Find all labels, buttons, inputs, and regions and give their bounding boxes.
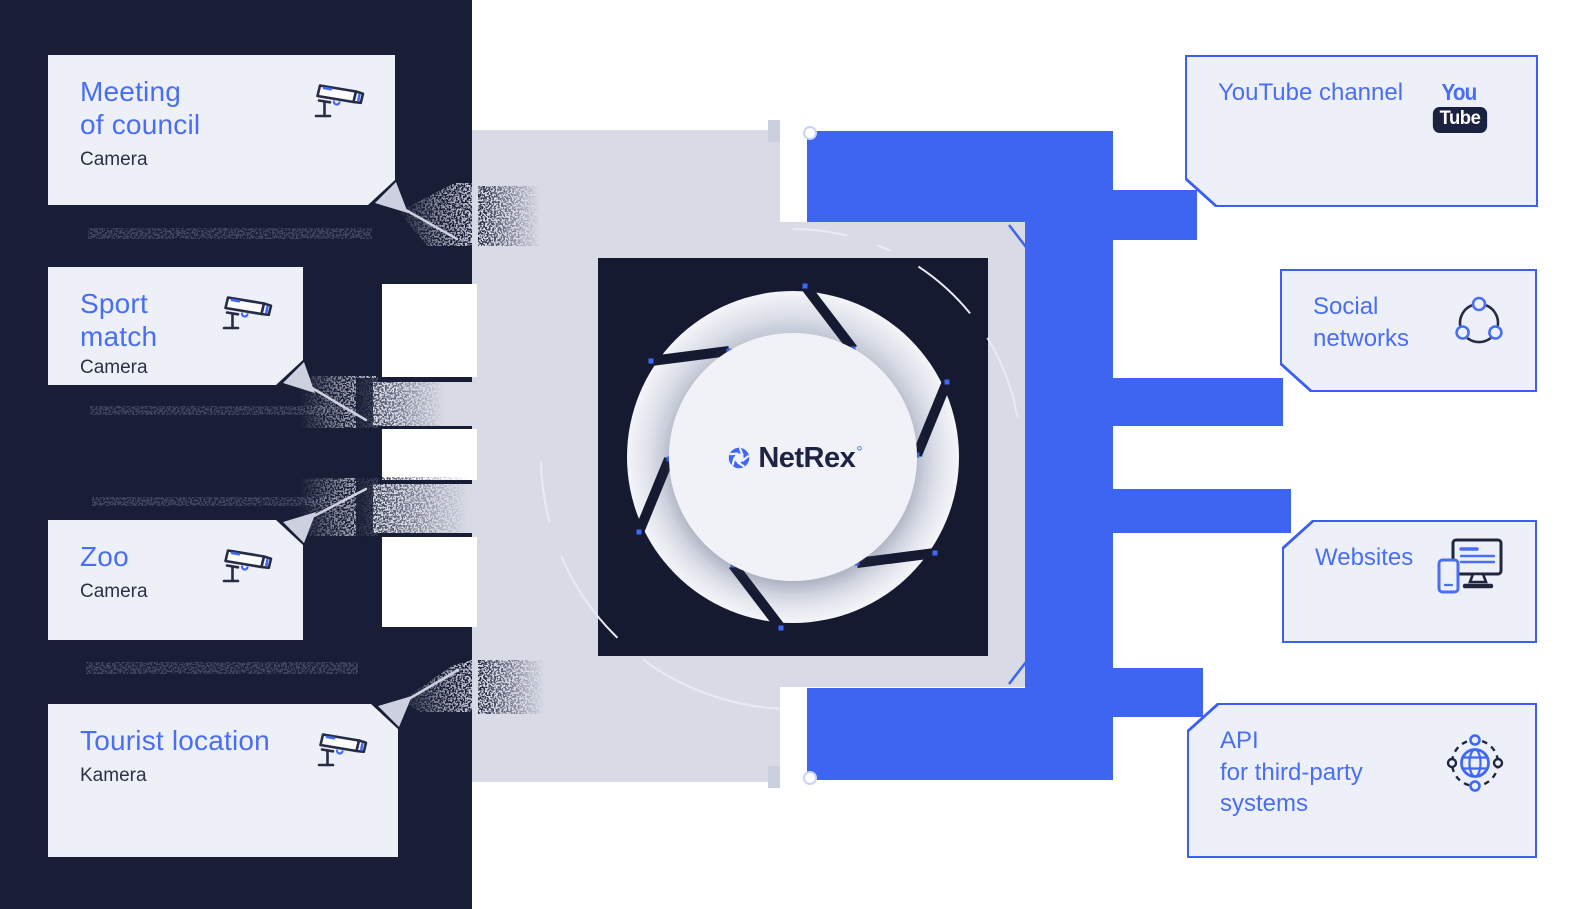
card-title: Meeting of council <box>80 76 201 141</box>
output-card-websites: Websites <box>1282 520 1537 643</box>
card-title: Social networks <box>1313 293 1410 352</box>
youtube-logo-icon: You Tube <box>1432 79 1488 133</box>
video-stream-bar-1 <box>382 284 477 377</box>
video-stream-bar-2 <box>373 382 480 426</box>
connector-arm-social <box>1113 378 1283 426</box>
cctv-camera-icon <box>221 287 275 333</box>
card-title: Zoo <box>80 541 129 572</box>
card-title: Websites <box>1315 544 1414 571</box>
output-card-youtube-channel: YouTube channel You Tube <box>1185 55 1538 207</box>
source-card-zoo: Zoo Camera <box>48 520 303 640</box>
distribution-column <box>1025 222 1113 688</box>
card-subtitle: Camera <box>80 581 148 603</box>
netrex-aperture-icon <box>729 447 750 469</box>
distribution-block-top <box>807 131 1113 222</box>
card-title: YouTube channel <box>1218 79 1404 106</box>
card-title: API for third-party systems <box>1220 727 1363 818</box>
netrex-logo: NetRex° <box>700 439 890 477</box>
connector-tab-top <box>768 120 780 142</box>
connector-arm-youtube <box>1113 190 1197 240</box>
video-stream-bar-3 <box>382 429 477 480</box>
aperture-illustration <box>627 282 959 632</box>
connector-tab-bottom <box>768 766 780 788</box>
brand-wordmark: NetRex <box>758 441 856 474</box>
hub-center-disc <box>669 333 917 581</box>
source-card-tourist-location: Tourist location Kamera <box>48 704 398 857</box>
card-title: Sport match <box>80 288 158 353</box>
output-card-social-networks: Social networks <box>1280 269 1537 392</box>
card-subtitle: Camera <box>80 149 148 171</box>
connector-arm-api <box>1113 668 1203 717</box>
cctv-camera-icon <box>221 540 275 586</box>
video-stream-bar-5 <box>382 537 477 627</box>
aperture-blade-slits <box>634 282 952 632</box>
brand-degree-mark: ° <box>856 443 863 461</box>
share-network-icon <box>1455 296 1503 344</box>
output-card-api: API for third-party systems <box>1187 703 1537 858</box>
api-globe-icon <box>1446 734 1504 792</box>
source-card-meeting-of-council: Meeting of council Camera <box>48 55 395 205</box>
responsive-devices-icon <box>1437 538 1503 594</box>
connector-arm-websites <box>1113 489 1291 533</box>
card-subtitle: Camera <box>80 357 148 379</box>
cctv-camera-icon <box>313 75 367 121</box>
card-subtitle: Kamera <box>80 765 147 787</box>
cctv-camera-icon <box>316 724 370 770</box>
card-title: Tourist location <box>80 725 270 756</box>
distribution-block-bottom <box>807 688 1113 780</box>
source-card-sport-match: Sport match Camera <box>48 267 303 385</box>
video-stream-bar-4 <box>373 484 480 533</box>
